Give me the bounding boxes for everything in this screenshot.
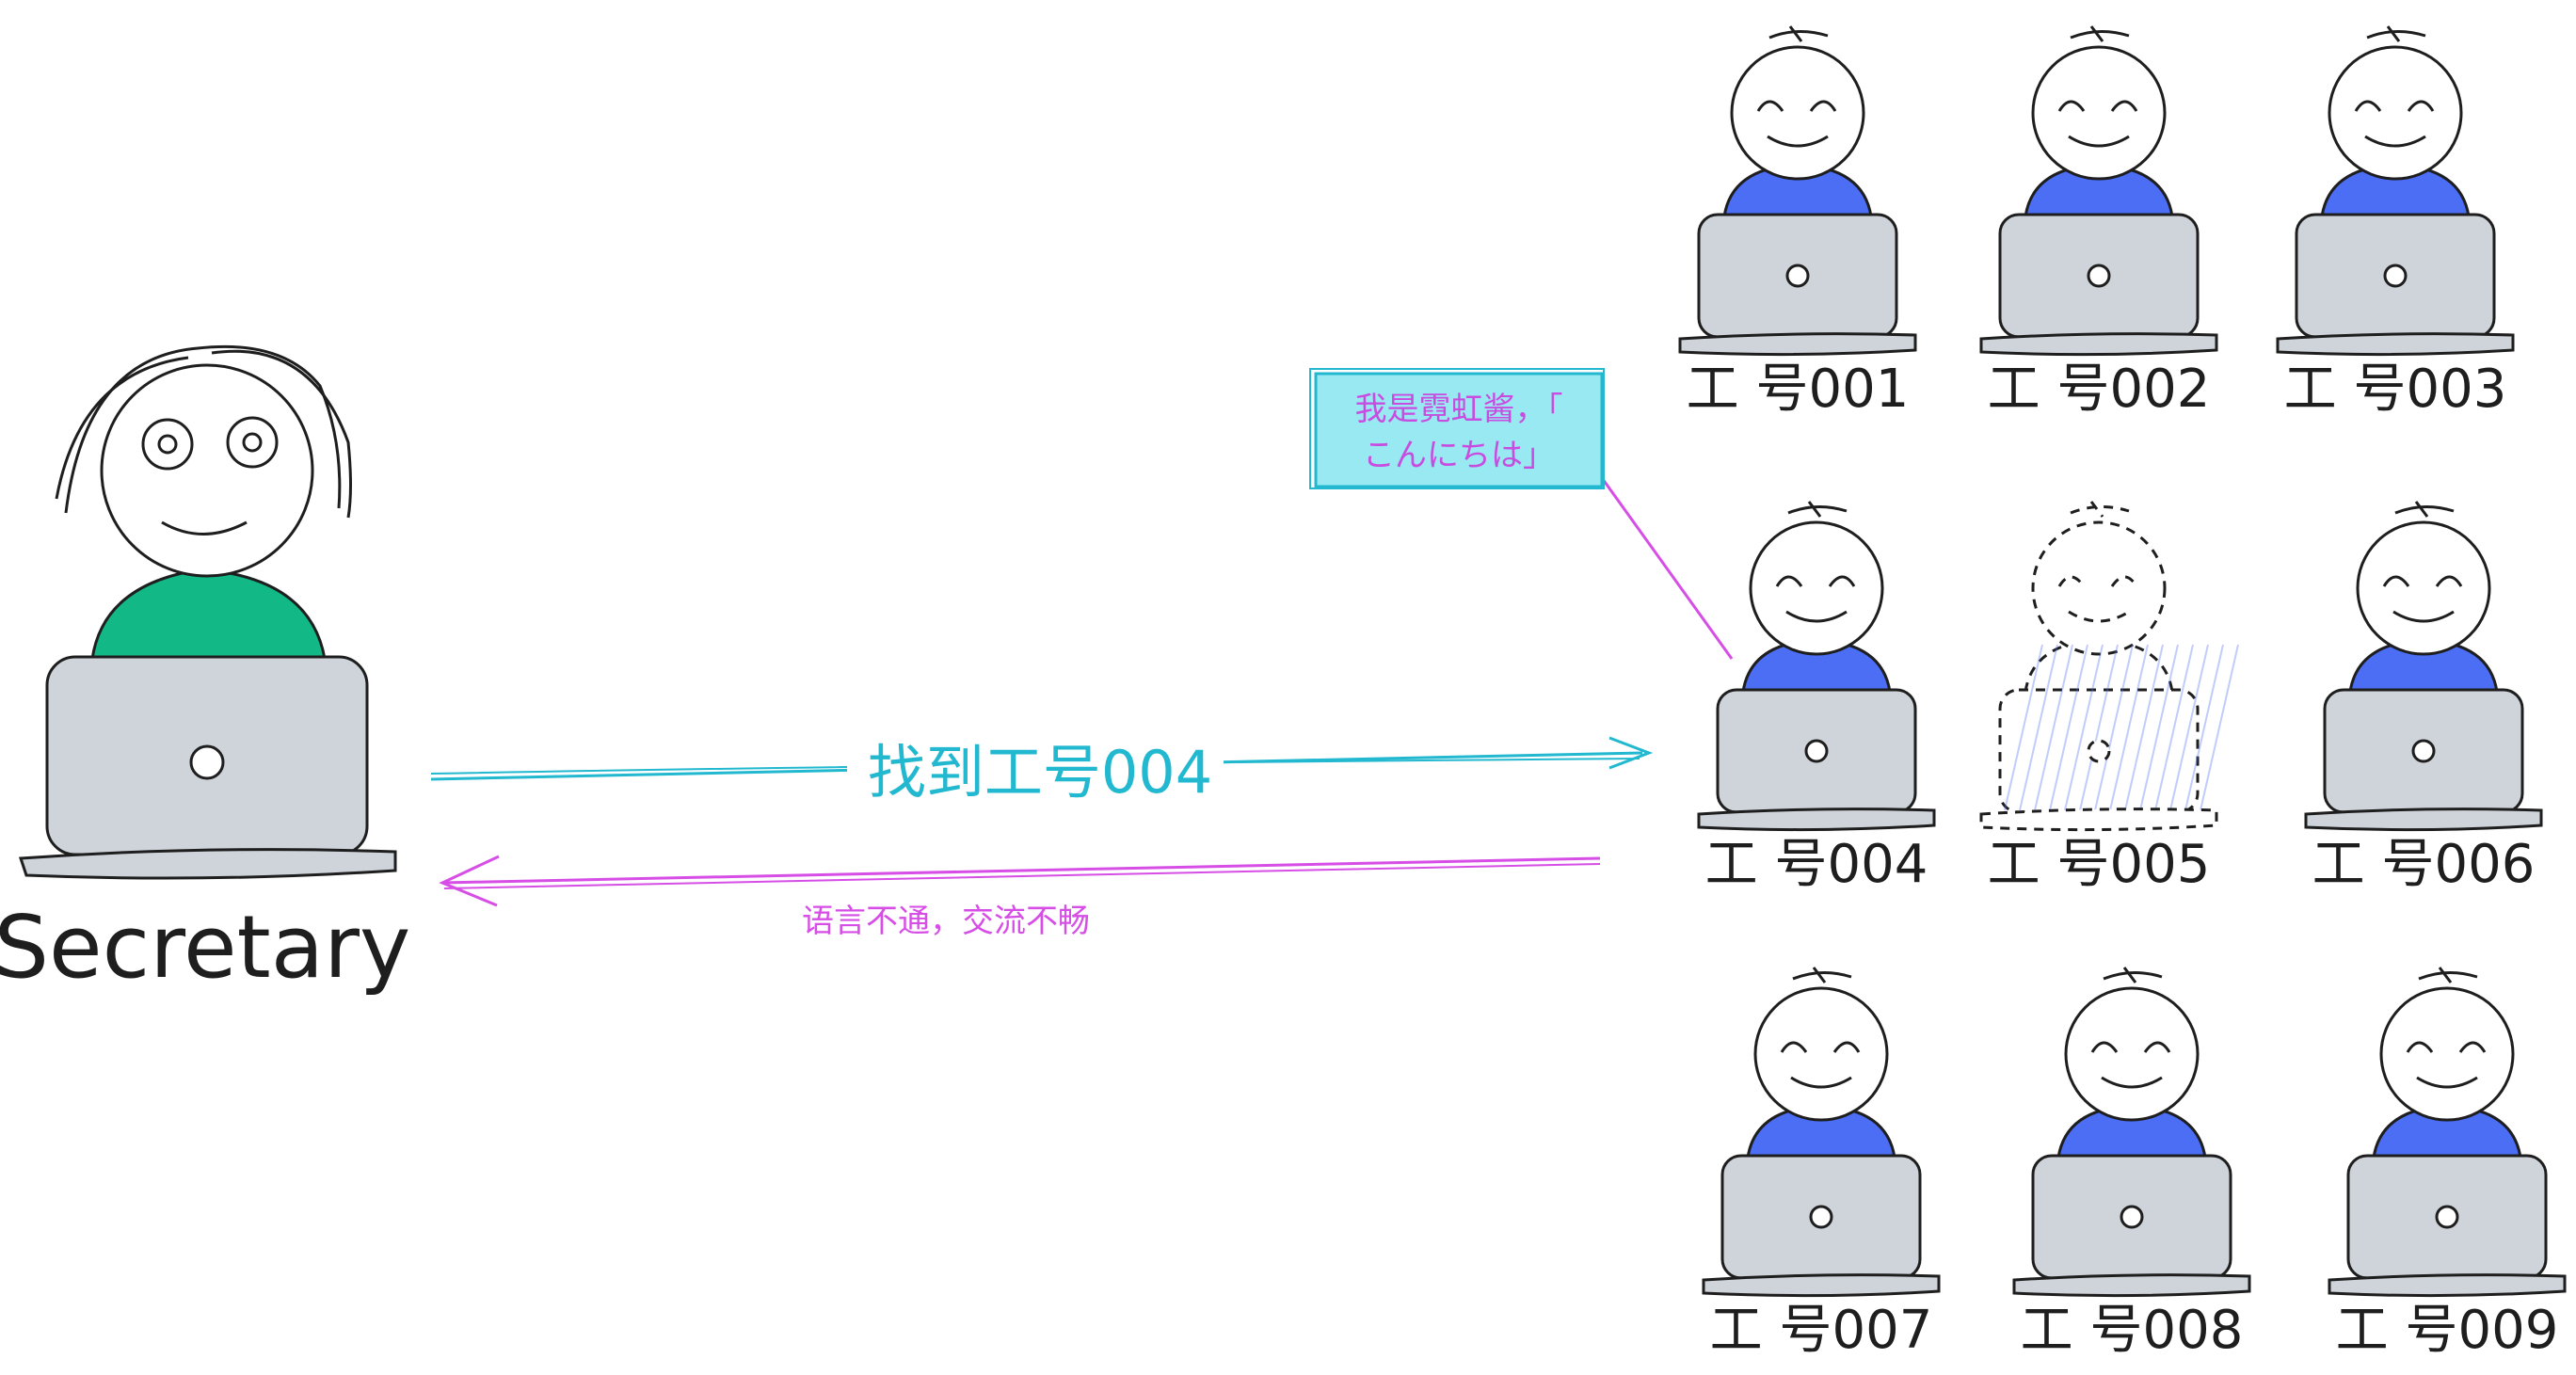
worker-label-005: 工 号005 — [1988, 834, 2211, 895]
worker-label-007: 工 号007 — [1710, 1300, 1933, 1361]
worker-001: 工 号001 — [1678, 25, 1917, 420]
worker-006: 工 号006 — [2304, 501, 2543, 895]
worker-label-002: 工 号002 — [1988, 359, 2211, 420]
worker-label-008: 工 号008 — [2021, 1300, 2244, 1361]
worker-label-004: 工 号004 — [1705, 834, 1928, 895]
worker-004: 工 号004 — [1697, 501, 1936, 895]
worker-label-001: 工 号001 — [1687, 359, 1910, 420]
secretary-figure: Secretary — [0, 344, 410, 998]
reply-arrow-label: 语言不通，交流不畅 — [802, 903, 1090, 940]
worker-label-006: 工 号006 — [2312, 834, 2536, 895]
worker-005: 工 号005 — [1979, 501, 2239, 895]
worker-label-003: 工 号003 — [2284, 359, 2507, 420]
worker-009: 工 号009 — [2328, 967, 2567, 1361]
workers-grid: 工 号001 工 号002 工 号003 工 号004 工 号005 工 号006 工 号0… — [1678, 25, 2567, 1361]
reply-arrow: 语言不通，交流不畅 — [439, 855, 1601, 940]
worker-008: 工 号008 — [2012, 967, 2251, 1361]
worker-007: 工 号007 — [1702, 967, 1941, 1361]
secretary-label: Secretary — [0, 897, 410, 998]
worker-003: 工 号003 — [2276, 25, 2515, 420]
speech-note: 我是霓虹酱，「 こんにちは」 — [1309, 368, 1734, 660]
note-line1: 我是霓虹酱，「 — [1355, 391, 1563, 428]
request-arrow: 找到工号004 — [430, 725, 1654, 807]
note-line2: こんにちは」 — [1363, 437, 1555, 474]
worker-002: 工 号002 — [1979, 25, 2218, 420]
request-arrow-label: 找到工号004 — [868, 738, 1212, 807]
worker-label-009: 工 号009 — [2336, 1300, 2559, 1361]
